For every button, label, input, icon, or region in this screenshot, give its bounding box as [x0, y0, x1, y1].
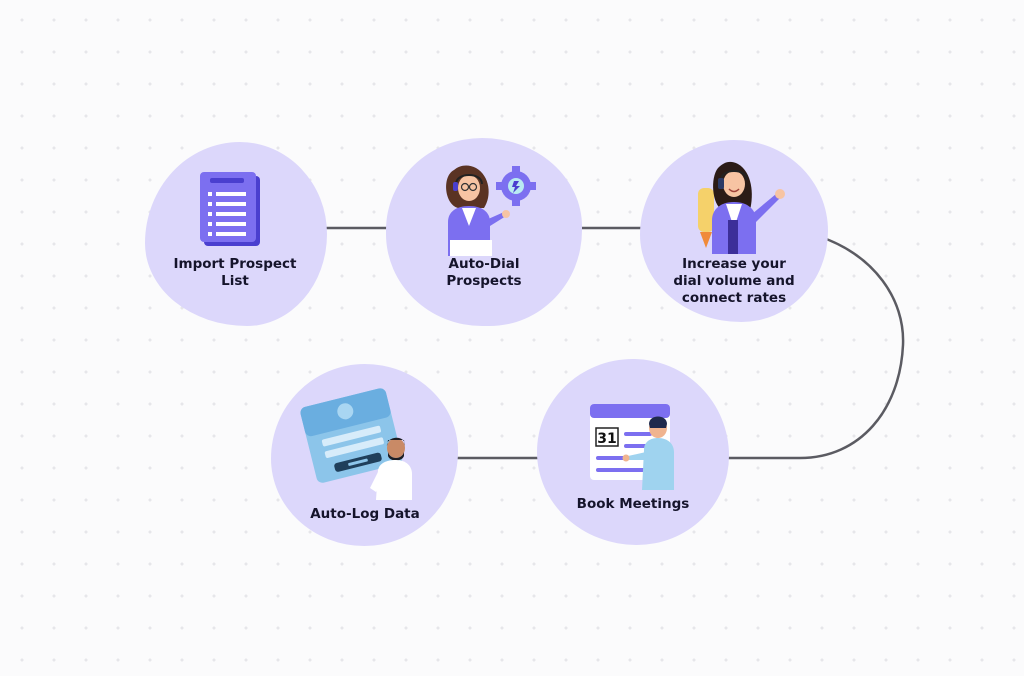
step-import-label: Import Prospect List: [173, 256, 297, 289]
connector-increase-to-book: [720, 234, 905, 460]
calendar-day-number: 31: [597, 431, 616, 447]
agent-with-rocket-icon: [698, 161, 785, 254]
agent-with-gear-icon: [446, 165, 536, 256]
document-list-icon: [200, 172, 260, 246]
step-autodial-label: Auto-Dial Prospects: [446, 256, 522, 289]
login-form-icon: [300, 388, 412, 500]
calendar-icon: 31: [590, 404, 674, 490]
step-book-label: Book Meetings: [576, 496, 690, 512]
step-autolog-label: Auto-Log Data: [310, 506, 420, 522]
step-increase-label: Increase your dial volume and connect ra…: [673, 256, 795, 306]
